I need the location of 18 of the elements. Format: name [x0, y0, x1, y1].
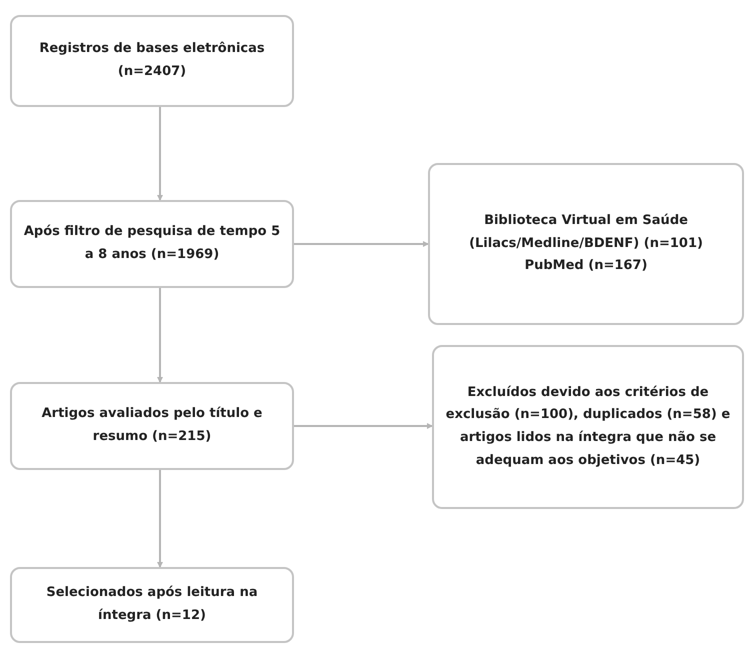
connector-arrow: [157, 470, 163, 568]
connector-arrow: [157, 288, 163, 383]
connector-arrow: [294, 423, 433, 429]
box-text: Artigos avaliados pelo título e resumo (n=215): [40, 405, 264, 446]
connector-arrow: [157, 107, 163, 201]
box-text: Após filtro de pesquisa de tempo 5 a 8 anos (n=1969): [22, 223, 282, 264]
process-box: [10, 382, 294, 470]
box-text: Selecionados após leitura na íntegra (n=12): [45, 584, 259, 625]
connector-arrow: [294, 241, 429, 247]
box-text: Excluídos devido aos critérios de exclusão (n=100), duplicados (n=58) e artigos lidos na íntegra que não se adequam aos objetivos (n=45): [444, 384, 732, 470]
process-box: [10, 15, 294, 107]
process-box: [428, 163, 744, 325]
box-text: Biblioteca Virtual em Saúde (Lilacs/Medline/BDENF) (n=101): [468, 212, 704, 253]
box-text: Registros de bases eletrônicas (n=2407): [38, 40, 266, 81]
process-box: [10, 567, 294, 643]
box-text: PubMed (n=167): [524, 257, 648, 276]
process-box: [10, 200, 294, 288]
process-box: [432, 345, 744, 509]
